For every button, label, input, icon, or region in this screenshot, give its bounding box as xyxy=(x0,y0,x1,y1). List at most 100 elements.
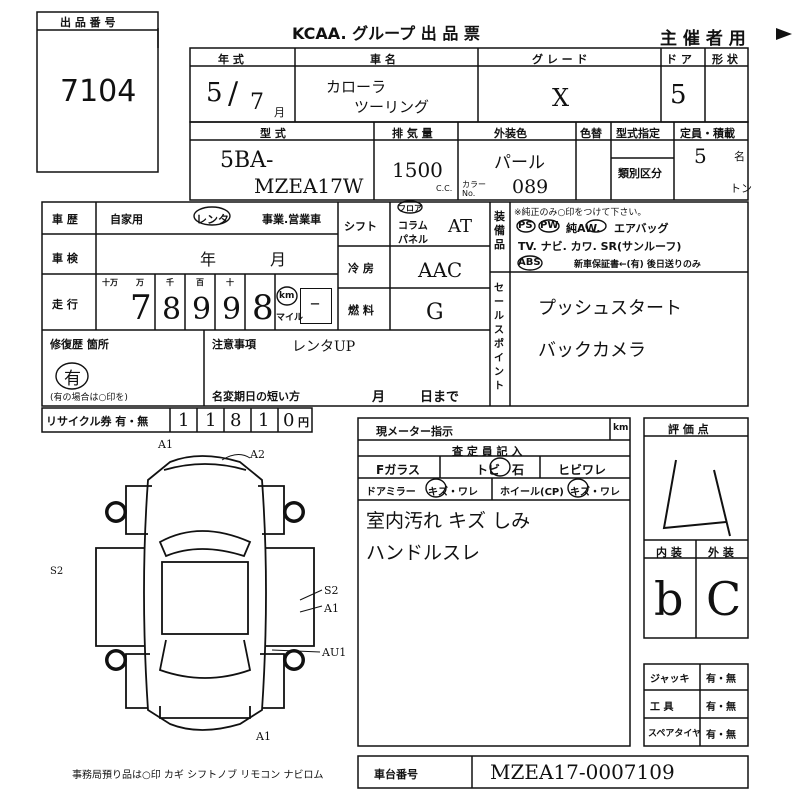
name-change-day: 日まで xyxy=(420,390,460,405)
ac-label: 冷 房 xyxy=(348,262,374,275)
mileage-digit-5: 8 xyxy=(252,288,274,328)
mileage-km-label: km xyxy=(279,291,295,301)
inspection-label: 車 検 xyxy=(52,252,78,265)
type-cert-label: 型式指定 xyxy=(616,127,660,140)
name-change-label: 名変期日の短い方 xyxy=(212,390,300,403)
door-mirror-label: ドアミラー xyxy=(366,487,416,498)
lot-number: 7104 xyxy=(60,74,137,109)
model-value-1: 5BA- xyxy=(220,148,274,173)
mileage-digit-4: 9 xyxy=(222,292,242,327)
mileage-mile-value: – xyxy=(310,290,320,314)
sales-point-label: セールスポイント xyxy=(494,283,504,392)
damage-mark-right-2: A1 xyxy=(324,602,339,615)
grade-label: グ レ ー ド xyxy=(532,53,588,66)
exterior-value: C xyxy=(706,572,742,626)
shift-floor-label: フロア xyxy=(398,204,422,213)
exterior-label: 外 装 xyxy=(708,546,734,559)
assessment-note-1: 室内汚れ キズ しみ xyxy=(366,510,531,532)
color-value: パール xyxy=(494,153,545,173)
year-value: 5 xyxy=(206,78,223,108)
cc-value: 1500 xyxy=(392,158,443,182)
tools-label: 工 具 xyxy=(650,702,674,713)
recycle-digit-1: 1 xyxy=(178,410,190,431)
car-name-value-1: カローラ xyxy=(326,78,387,96)
car-name-value-2: ツーリング xyxy=(354,98,430,116)
ishi-label: 石 xyxy=(512,463,525,477)
car-name-label: 車 名 xyxy=(370,53,396,66)
caution-value: レンタUP xyxy=(292,339,356,355)
mileage-digit-2: 8 xyxy=(162,292,182,327)
tools-yes-no: 有・無 xyxy=(706,702,736,713)
shift-label: シフト xyxy=(344,220,377,233)
equip-abs: ABS xyxy=(518,257,541,268)
car-diagram-shapes xyxy=(95,455,315,731)
name-change-month: 月 xyxy=(372,390,386,405)
capacity-label: 定員・積載 xyxy=(680,127,735,140)
score-value: 4 xyxy=(690,470,691,472)
hibiware-label: ヒビワレ xyxy=(558,463,607,477)
fuel-label: 燃 料 xyxy=(348,304,374,317)
wheel-label: ホイール(CP) xyxy=(500,487,564,498)
repair-value: 有 xyxy=(64,369,81,389)
usage-label: 主 催 者 用 xyxy=(660,29,746,49)
recycle-digit-3: 8 xyxy=(230,410,242,431)
repair-label: 修復歴 箇所 xyxy=(50,338,109,351)
shift-panel-label: パネル xyxy=(398,235,428,246)
equip-warranty: 新車保証書←(有) 後日送りのみ xyxy=(574,260,701,270)
jack-label: ジャッキ xyxy=(650,674,690,685)
color-change-label: 色替 xyxy=(580,127,602,140)
equip-aw: 純AW. xyxy=(566,222,601,235)
door-mirror-damage: キズ・ワレ xyxy=(428,487,478,498)
recycle-digit-2: 1 xyxy=(205,410,217,431)
equip-airbag: エアバッグ xyxy=(614,222,669,235)
ac-value: AAC xyxy=(418,258,463,282)
doors-value: 5 xyxy=(670,80,687,110)
capacity-unit-persons: 名 xyxy=(734,150,745,163)
equip-pw: PW xyxy=(540,220,559,231)
spare-label: スペアタイヤ xyxy=(648,729,702,739)
year-label: 年 式 xyxy=(218,53,244,66)
mileage-unit-1k: 千 xyxy=(166,278,174,287)
lot-number-label: 出 品 番 号 xyxy=(60,16,116,29)
mileage-label: 走 行 xyxy=(52,298,78,311)
wheel-damage: キズ・ワレ xyxy=(570,487,620,498)
grade-value: X xyxy=(552,84,570,112)
caution-label: 注意事項 xyxy=(212,338,256,351)
assessment-note-2: ハンドルスレ xyxy=(366,542,481,564)
model-label: 型 式 xyxy=(260,127,286,140)
history-business: 事業.営業車 xyxy=(262,213,322,226)
cc-label: 排 気 量 xyxy=(392,127,433,140)
damage-mark-right-3: AU1 xyxy=(322,646,347,659)
class-label: 類別区分 xyxy=(618,167,662,180)
assessment-label: 査 定 員 記 入 xyxy=(452,445,523,458)
inspection-year-unit: 年 xyxy=(200,250,217,269)
recycle-digit-4: 1 xyxy=(258,410,270,431)
chassis-label: 車台番号 xyxy=(374,768,418,781)
month-value: 7 xyxy=(250,90,264,115)
inspection-month-unit: 月 xyxy=(270,250,287,269)
shape-label: 形 状 xyxy=(712,53,738,66)
f-glass-label: Fガラス xyxy=(376,463,420,477)
mileage-unit-10: 十 xyxy=(226,278,234,287)
jack-yes-no: 有・無 xyxy=(706,674,736,685)
color-no-label: カラー No. xyxy=(462,180,486,198)
meter-label: 現メーター指示 xyxy=(376,425,453,438)
sales-point-line2: バックカメラ xyxy=(538,340,646,361)
fuel-value: G xyxy=(426,300,444,325)
damage-mark-rear: A1 xyxy=(256,730,271,743)
interior-label: 内 装 xyxy=(656,546,682,559)
cc-unit: C.C. xyxy=(436,184,453,193)
spare-yes-no: 有・無 xyxy=(706,730,736,741)
damage-mark-front-1: A1 xyxy=(158,438,173,451)
history-label: 車 歴 xyxy=(52,213,78,226)
damage-mark-left: S2 xyxy=(50,566,64,577)
history-own: 自家用 xyxy=(110,213,143,226)
equip-ps: PS xyxy=(518,220,533,231)
recycle-unit: 円 xyxy=(298,416,309,429)
mileage-digit-1: 7 xyxy=(130,288,152,328)
doors-label: ド ア xyxy=(666,53,692,66)
recycle-digit-5: 0 xyxy=(283,410,295,431)
damage-mark-right-1: S2 xyxy=(324,584,339,597)
mileage-unit-10k: 万 xyxy=(136,278,144,287)
